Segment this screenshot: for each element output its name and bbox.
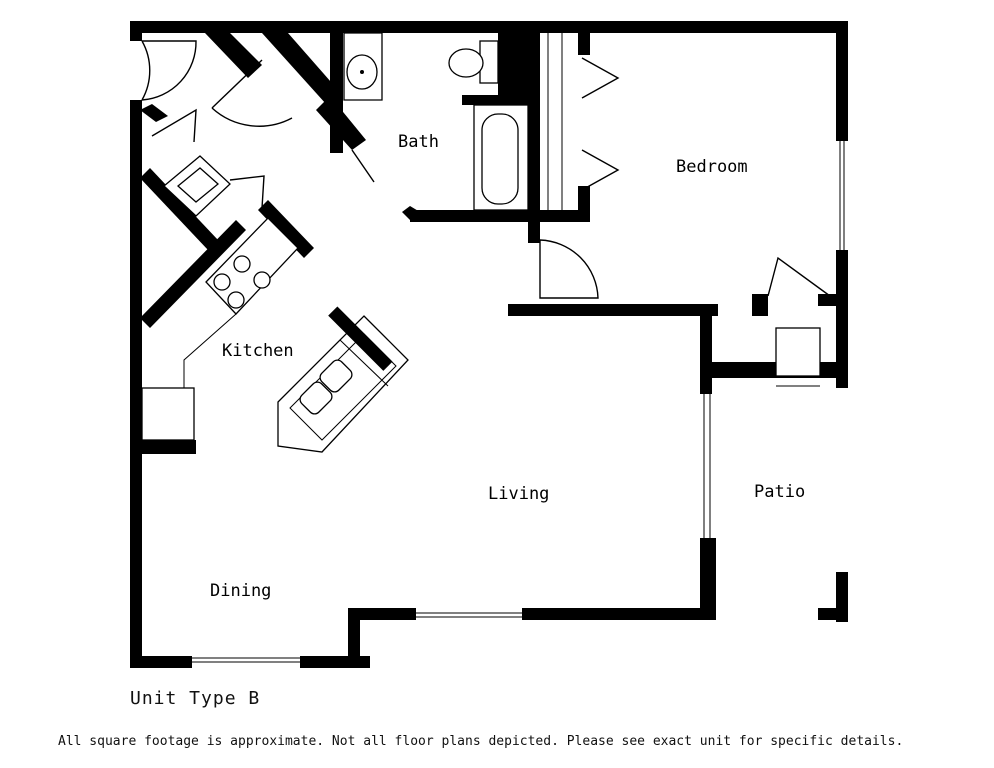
room-label-living: Living: [488, 484, 549, 504]
doors: [141, 40, 831, 538]
island-sink-icon: [299, 381, 333, 415]
windows: [192, 141, 845, 663]
utility-box: [775, 327, 821, 377]
room-label-bath: Bath: [398, 132, 439, 152]
room-label-patio: Patio: [754, 482, 805, 502]
kitchen-counter: [205, 217, 299, 315]
toilet-bowl-icon: [448, 48, 484, 78]
interior-walls: [140, 33, 848, 454]
room-label-bedroom: Bedroom: [676, 157, 748, 177]
room-label-kitchen: Kitchen: [222, 341, 294, 361]
unit-type-title: Unit Type B: [130, 688, 261, 709]
fixtures: [141, 32, 821, 453]
exterior-walls: [130, 21, 848, 668]
disclaimer-text: All square footage is approximate. Not a…: [58, 734, 904, 749]
room-label-dining: Dining: [210, 581, 271, 601]
burner-icon: [233, 255, 251, 273]
refrigerator: [141, 387, 195, 441]
room-labels: Bath Bedroom Kitchen Living Patio Dining: [210, 132, 805, 601]
